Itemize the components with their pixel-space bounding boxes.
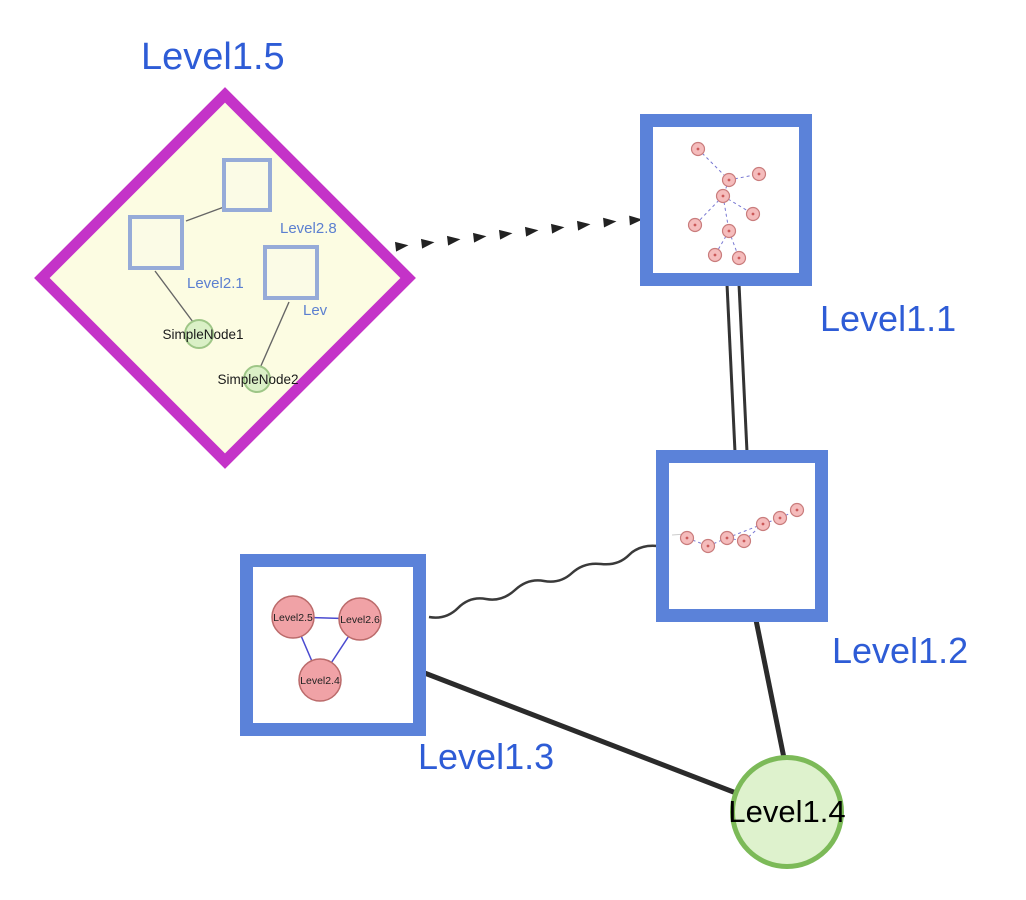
node-level28-square[interactable] (222, 158, 272, 212)
node-level24-circle[interactable] (298, 658, 342, 702)
label-level13: Level1.3 (418, 736, 555, 777)
label-simplenode1: SimpleNode1 (162, 327, 244, 342)
mini-graph-level12 (671, 502, 805, 554)
edge-level15-level11-dashed-arrow[interactable] (394, 215, 643, 252)
node-level25-circle[interactable] (271, 595, 315, 639)
node-level26-circle[interactable] (338, 597, 382, 641)
label-level11: Level1.1 (820, 298, 957, 339)
label-simplenode2: SimpleNode2 (217, 372, 299, 387)
label-level12: Level1.2 (832, 630, 969, 671)
label-level28: Level2.8 (280, 220, 337, 237)
node-simplenode2-circle[interactable] (243, 365, 271, 393)
label-level25: Level2.5 (273, 612, 313, 624)
label-lev: Lev (303, 302, 328, 319)
node-level13-box[interactable]: Level2.5 Level2.6 Level2.4 (240, 554, 426, 736)
edge-level13-level12-wavy[interactable] (428, 544, 659, 619)
node-simplenode1-circle[interactable] (184, 319, 214, 349)
label-level14: Level1.4 (728, 794, 846, 829)
mini-graph-level13: Level2.5 Level2.6 Level2.4 (271, 595, 382, 702)
label-level21: Level2.1 (187, 275, 244, 292)
node-level11-box[interactable] (640, 114, 812, 286)
edge-level12-level14[interactable] (753, 619, 789, 769)
node-level14-circle[interactable] (730, 755, 844, 869)
node-level12-box[interactable] (656, 450, 828, 622)
edge-level11-level12-double-line[interactable] (725, 283, 749, 453)
node-level21-square[interactable] (128, 215, 184, 270)
label-level24: Level2.4 (300, 675, 340, 687)
node-lev-square[interactable] (263, 245, 319, 300)
label-level15: Level1.5 (141, 36, 285, 78)
mini-graph-level11 (687, 141, 767, 266)
label-level26: Level2.6 (340, 614, 380, 626)
